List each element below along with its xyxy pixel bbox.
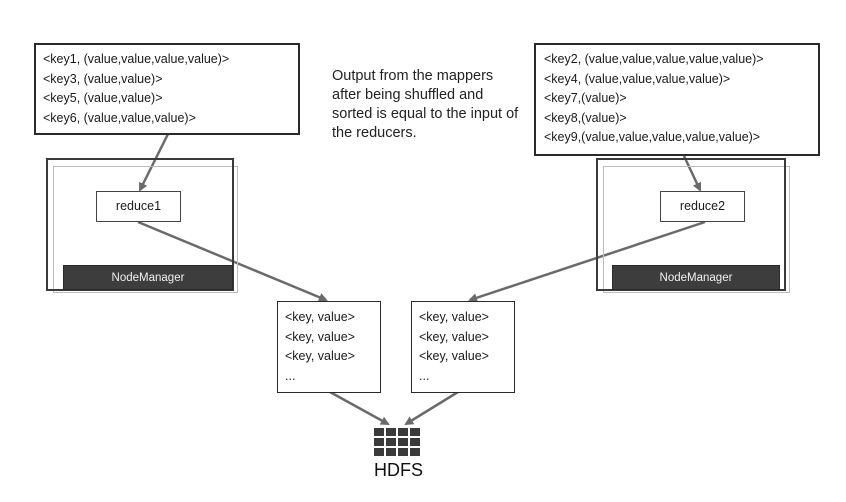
reducer-output-right-box: <key, value> <key, value> <key, value> .… <box>411 301 515 393</box>
mapper-output-left-line: <key1, (value,value,value,value)> <box>43 52 230 66</box>
arrow-output-right-to-hdfs <box>404 390 459 426</box>
node-right-shadow <box>603 166 790 293</box>
mapper-output-right-line: <key4, (value,value,value,value)> <box>544 71 731 86</box>
arrow-output-left-to-hdfs <box>329 390 390 426</box>
hdfs-label: HDFS <box>374 460 423 480</box>
mapper-output-left-line: <key3, (value,value)> <box>43 71 163 86</box>
reducer-output-left-line: <key, value> <box>285 310 355 324</box>
node-right-frame <box>596 158 786 291</box>
mapper-output-right-line: <key8,(value)> <box>544 110 627 125</box>
mapper-output-right-line: <key7,(value)> <box>544 91 627 105</box>
mapper-output-right-line: <key2, (value,value,value,value,value)> <box>544 52 764 66</box>
mapper-output-right-box: <key2, (value,value,value,value,value)> … <box>534 43 820 156</box>
mapper-output-left-box: <key1, (value,value,value,value)> <key3,… <box>34 43 300 135</box>
reducer-left: reduce1 <box>96 191 181 222</box>
shuffle-note: Output from the mappers after being shuf… <box>332 68 519 141</box>
node-left-frame <box>46 158 234 291</box>
node-manager-right: NodeManager <box>612 265 780 290</box>
mapper-output-left-line: <key5, (value,value)> <box>43 91 163 105</box>
reducer-output-left-box: <key, value> <key, value> <key, value> .… <box>277 301 381 393</box>
arrow-left-input-to-reduce1 <box>138 133 170 192</box>
reducer-output-right-line: <key, value> <box>419 329 489 344</box>
reducer-output-right-line: <key, value> <box>419 310 489 324</box>
node-manager-left: NodeManager <box>63 265 233 290</box>
reducer-output-right-line: <key, value> <box>419 349 489 363</box>
mapper-output-right-line: <key9,(value,value,value,value,value)> <box>544 130 761 144</box>
mapper-output-left-line: <key6, (value,value,value)> <box>43 110 196 125</box>
reducer-right: reduce2 <box>660 191 745 222</box>
arrow-reduce2-to-output-right <box>468 220 706 303</box>
reducer-output-left-line: ... <box>285 368 296 383</box>
reducer-output-left-line: <key, value> <box>285 349 355 363</box>
arrow-right-input-to-reduce2 <box>682 155 702 192</box>
reducer-output-right-line: ... <box>419 368 430 383</box>
node-left-shadow <box>53 166 238 293</box>
reducer-output-left-line: <key, value> <box>285 329 355 344</box>
